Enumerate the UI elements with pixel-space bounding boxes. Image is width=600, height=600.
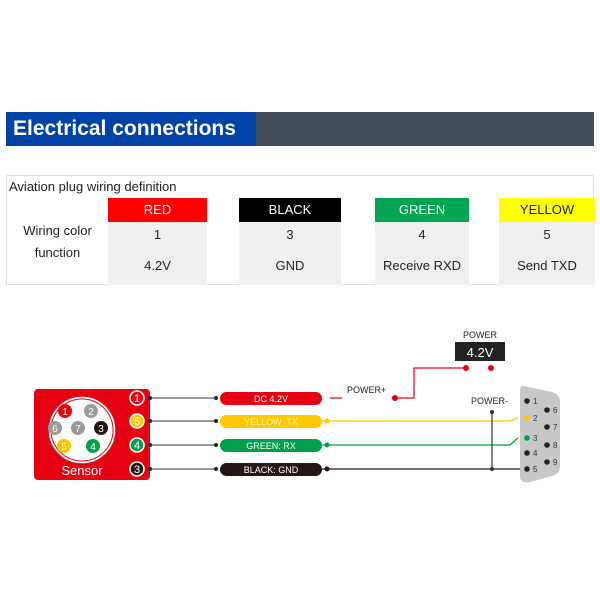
power-value: 4.2V: [467, 345, 494, 360]
row-label: Wiring color function: [7, 198, 108, 286]
sensor-pin-number: 1: [62, 407, 68, 418]
side-pin: [129, 413, 145, 429]
db9-pin-number: 4: [533, 449, 538, 458]
sensor-pin: [94, 421, 108, 435]
pin-cell: 1: [108, 222, 207, 247]
power-box: [455, 342, 505, 361]
db9-connector: [520, 385, 560, 483]
db9-pin: [524, 415, 530, 421]
color-header: BLACK: [239, 198, 341, 222]
db9-pin: [544, 407, 550, 413]
db9-pin: [544, 424, 550, 430]
sensor-pin: [57, 439, 71, 453]
row-label-1: Wiring color: [23, 223, 92, 238]
pin-cell: 4: [375, 222, 469, 247]
db9-pin-number: 9: [553, 458, 558, 467]
power-minus-label: POWER-: [471, 396, 508, 406]
color-header: RED: [108, 198, 207, 222]
wire-label-pill: [220, 415, 322, 428]
db9-pin-number: 8: [553, 441, 558, 450]
wire-label-pill: [220, 392, 322, 405]
db9-pin: [524, 450, 530, 456]
side-pin-number: 3: [134, 464, 140, 476]
function-cell: Receive RXD: [375, 247, 469, 285]
sensor-pin: [86, 439, 100, 453]
row-label-2: function: [34, 245, 81, 260]
pin-cell: 5: [499, 222, 595, 247]
sensor-pin: [48, 421, 62, 435]
db9-pin-number: 6: [553, 406, 558, 415]
db9-pin: [524, 466, 530, 472]
side-pin: [129, 437, 145, 453]
side-pin: [129, 461, 145, 477]
sensor-pin: [84, 404, 98, 418]
sensor-label: Sensor: [61, 463, 103, 478]
db9-pin-number: 1: [533, 397, 538, 406]
db9-pin-number: 3: [533, 434, 538, 443]
power-label: POWER: [463, 330, 498, 340]
db9-pin-number: 2: [533, 414, 538, 423]
side-pin-number: 5: [134, 416, 140, 428]
db9-pin: [524, 435, 530, 441]
wire-label-pill: [220, 439, 322, 452]
sensor-pin: [71, 421, 85, 435]
section-header: Electrical connections: [6, 112, 594, 146]
wire-label: GREEN: RX: [246, 441, 296, 451]
wire-label: DC 4.2V: [254, 394, 288, 404]
pin-cell: 3: [239, 222, 341, 247]
sensor-pin-number: 5: [61, 442, 67, 453]
wire-label: BLACK: GND: [244, 465, 299, 475]
sensor-pin-number: 4: [90, 442, 96, 453]
sensor-pin-number: 7: [75, 424, 81, 435]
db9-pin-number: 7: [553, 423, 558, 432]
sensor-pin-number: 2: [88, 407, 94, 418]
table-title: Aviation plug wiring definition: [9, 179, 177, 194]
sensor-pin-number: 6: [52, 424, 58, 435]
side-pin-number: 1: [134, 393, 140, 405]
power-plus-label: POWER+: [347, 385, 386, 395]
side-pin-number: 4: [134, 440, 140, 452]
db9-pin: [544, 459, 550, 465]
function-cell: GND: [239, 247, 341, 285]
wire-label-pill: [220, 463, 322, 476]
section-title: Electrical connections: [6, 112, 256, 146]
wiring-table: Aviation plug wiring definition Wiring c…: [6, 175, 595, 286]
color-header: YELLOW: [499, 198, 595, 222]
color-header: GREEN: [375, 198, 469, 222]
db9-pin-number: 5: [533, 465, 538, 474]
db9-pin: [544, 442, 550, 448]
function-cell: 4.2V: [108, 247, 207, 285]
wire-label: YELLOW: TX: [244, 417, 298, 427]
sensor-pin-number: 3: [98, 424, 104, 435]
side-pin: [129, 390, 145, 406]
db9-pin: [524, 398, 530, 404]
sensor-pin: [58, 404, 72, 418]
function-cell: Send TXD: [499, 247, 595, 285]
